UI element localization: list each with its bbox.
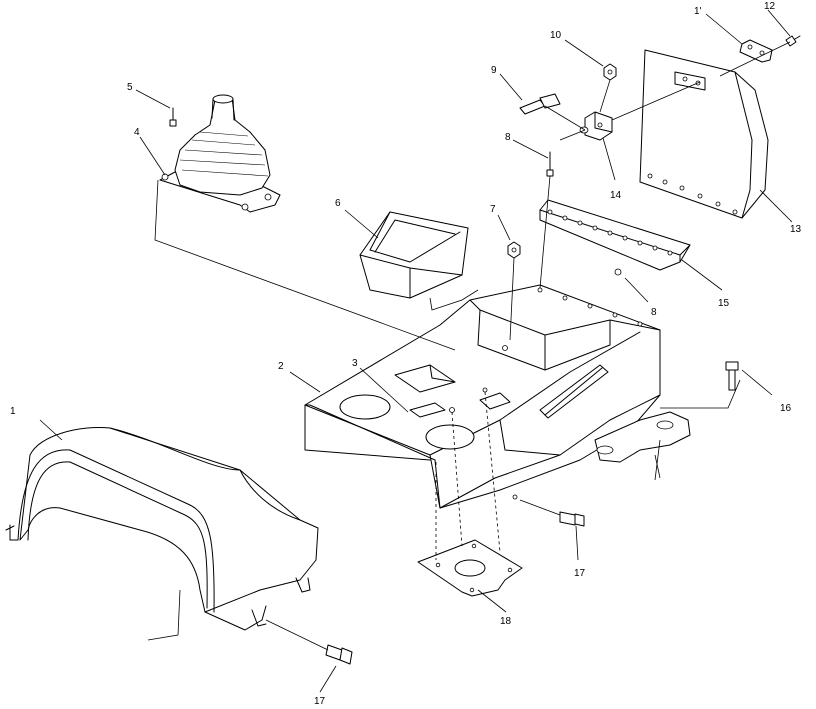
part-1-hood — [5, 426, 319, 631]
callout-10: 10 — [550, 30, 562, 41]
callout-5: 5 — [127, 82, 133, 93]
part-7-nut — [507, 241, 521, 259]
part-11-hinge-plate — [739, 39, 773, 63]
callout-8a: 8 — [505, 132, 511, 143]
callout-15: 15 — [718, 298, 730, 309]
callout-14: 14 — [610, 190, 622, 201]
callout-7: 7 — [490, 204, 496, 215]
callout-17a: 17 — [574, 568, 586, 579]
callout-16: 16 — [780, 403, 792, 414]
callout-leaders — [39, 9, 793, 693]
part-5-screw — [169, 107, 177, 127]
part-14-latch — [579, 111, 613, 141]
part-13-lid — [639, 49, 769, 219]
callout-18: 18 — [500, 616, 512, 627]
part-8-screw-b — [614, 268, 622, 276]
part-8-screw-a — [546, 151, 554, 177]
part-16-bolt — [725, 361, 739, 391]
callout-9: 9 — [491, 65, 497, 76]
part-17-bolt-b — [325, 644, 353, 665]
callout-8b: 8 — [651, 307, 657, 318]
part-4-shift-boot — [159, 94, 281, 213]
callout-11: 1' — [694, 6, 702, 17]
callout-17b: 17 — [314, 696, 326, 704]
part-17-bolt-a — [559, 511, 585, 527]
callout-12: 12 — [764, 1, 776, 12]
callout-3: 3 — [352, 358, 358, 369]
part-10-nut — [603, 63, 617, 81]
rear-bracket — [594, 411, 691, 463]
callout-13: 13 — [790, 224, 802, 235]
callout-6: 6 — [335, 198, 341, 209]
callout-1: 1 — [10, 406, 16, 417]
part-6-storage-bin — [359, 211, 469, 299]
assembly-lines — [147, 41, 791, 651]
part-18-plate — [417, 539, 523, 597]
part-15-hinge-strip — [539, 199, 691, 271]
callout-labels: 1 2 3 4 5 6 7 8 8 9 10 1' 12 13 14 15 16… — [10, 1, 802, 707]
part-2-console-tray — [304, 284, 661, 509]
callout-4: 4 — [134, 127, 140, 138]
callout-2: 2 — [278, 361, 284, 372]
part-12-screw — [785, 35, 801, 47]
